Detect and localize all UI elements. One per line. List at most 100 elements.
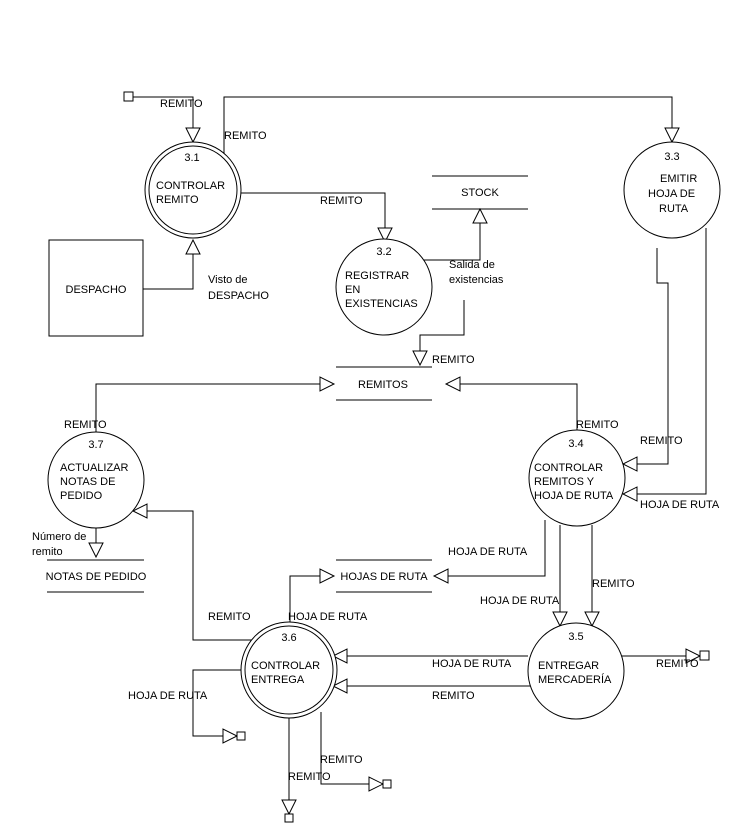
process-3-4-line3: HOJA DE RUTA [534,490,614,502]
flow-label: HOJA DE RUTA [128,690,208,702]
flow-label: REMITO [208,611,251,623]
arrowhead-to-sink-bottom [281,799,297,816]
store-notas-de-pedido: NOTAS DE PEDIDO [46,559,147,593]
arrowhead-to-remitos-left [319,376,336,392]
flow-label: REMITO [432,354,475,366]
flow-label: existencias [449,274,504,286]
process-3-3: 3.3 EMITIR HOJA DE RUTA [623,141,721,239]
flow-labels: REMITO REMITO REMITO Visto de DESPACHO S… [32,98,720,783]
flow-label: REMITO [320,195,363,207]
flow-label: REMITO [432,690,475,702]
arrowhead-to-sink-hoja [222,728,239,744]
process-3-1-line2: REMITO [156,194,199,206]
flow-arrowheads [88,127,702,816]
flow-label: remito [32,546,63,558]
arrowhead-to-3-1-top [185,127,201,144]
arrowhead-to-remitos-top [412,350,428,367]
flow-label: HOJA DE RUTA [448,546,528,558]
arrowhead-to-3-5-left [552,611,568,628]
terminators [123,91,710,823]
arrowhead-to-sink-remito [368,776,385,792]
process-3-1-number: 3.1 [184,152,199,164]
flow-label: HOJA DE RUTA [432,658,512,670]
flow-label: Visto de [208,274,248,286]
store-notas-label: NOTAS DE PEDIDO [46,571,147,583]
flow-label: Salida de [449,259,495,271]
flow-label: REMITO [640,435,683,447]
process-3-5-number: 3.5 [568,631,583,643]
process-3-6-line2: ENTREGA [251,674,305,686]
process-3-7-line3: PEDIDO [60,490,103,502]
arrowhead-to-3-4-upper [621,456,638,472]
flow-label: REMITO [288,771,331,783]
flow-label: REMITO [656,658,699,670]
arrowhead-to-3-6-upper [331,648,348,664]
flow-label: REMITO [320,754,363,766]
flow-label: REMITO [160,98,203,110]
process-3-6: 3.6 CONTROLAR ENTREGA [240,621,338,719]
arrowhead-to-hojas-right [432,568,449,584]
process-3-2-number: 3.2 [376,246,391,258]
process-3-5: 3.5 ENTREGAR MERCADERÍA [527,622,625,720]
process-3-7: 3.7 ACTUALIZAR NOTAS DE PEDIDO [47,431,145,529]
flow-label: REMITO [576,419,619,431]
arrowhead-to-3-7 [131,503,148,519]
process-3-7-line1: ACTUALIZAR [60,462,129,474]
arrowhead-to-hojas-left [319,568,336,584]
store-remitos-label: REMITOS [358,379,408,391]
store-stock-label: STOCK [461,187,499,199]
process-3-4-number: 3.4 [568,438,583,450]
arrowhead-to-stock [472,207,488,224]
arrowhead-to-3-5-right [584,611,600,628]
arrowhead-to-remitos-right [444,376,461,392]
arrowhead-to-notas [88,542,104,559]
flow-label: HOJA DE RUTA [288,611,368,623]
process-3-3-number: 3.3 [664,151,679,163]
flow-lines [95,96,707,800]
process-3-6-line1: CONTROLAR [251,660,320,672]
sink-terminator-bottom [284,813,294,823]
sink-terminator-remito [382,779,392,789]
arrowhead-to-3-1-bottom [185,238,201,255]
flow-label: DESPACHO [208,290,269,302]
flow-label: HOJA DE RUTA [640,499,720,511]
source-terminator [123,91,134,102]
entity-despacho: DESPACHO [48,239,144,337]
process-3-5-line1: ENTREGAR [538,660,599,672]
process-3-3-line1: EMITIR [660,173,697,185]
flow-label: Número de [32,531,86,543]
store-hojas-de-ruta: HOJAS DE RUTA [336,559,432,593]
process-3-7-number: 3.7 [88,439,103,451]
process-3-5-line2: MERCADERÍA [538,673,612,686]
process-3-4-line1: CONTROLAR [534,462,603,474]
process-3-1-line1: CONTROLAR [156,180,225,192]
arrowhead-to-3-2 [377,227,393,244]
process-3-7-line2: NOTAS DE [60,476,115,488]
arrowhead-to-sink-right [685,648,702,664]
flow-label: REMITO [64,419,107,431]
process-3-2-line3: EXISTENCIAS [345,298,418,310]
entity-despacho-label: DESPACHO [66,284,127,296]
flow-label: HOJA DE RUTA [480,595,560,607]
arrowhead-to-3-6-lower [331,678,348,694]
flow-label: REMITO [224,130,267,142]
flow-label: REMITO [592,578,635,590]
process-3-3-line3: RUTA [659,203,689,215]
process-3-6-number: 3.6 [281,632,296,644]
arrowhead-to-3-4-lower [621,486,638,502]
sink-terminator-hoja [236,731,246,741]
sink-terminator-right [699,650,710,661]
process-3-4-line2: REMITOS Y [534,476,595,488]
process-3-1: 3.1 CONTROLAR REMITO [144,141,242,239]
process-3-2: 3.2 REGISTRAR EN EXISTENCIAS [335,238,433,336]
arrowhead-to-3-3 [664,127,680,144]
process-3-2-line2: EN [345,284,360,296]
process-3-3-line2: HOJA DE [648,188,695,200]
process-3-4: 3.4 CONTROLAR REMITOS Y HOJA DE RUTA [528,429,626,527]
store-remitos: REMITOS [336,366,432,401]
process-3-2-line1: REGISTRAR [345,270,409,282]
store-stock: STOCK [432,175,528,210]
store-hojas-label: HOJAS DE RUTA [340,571,428,583]
